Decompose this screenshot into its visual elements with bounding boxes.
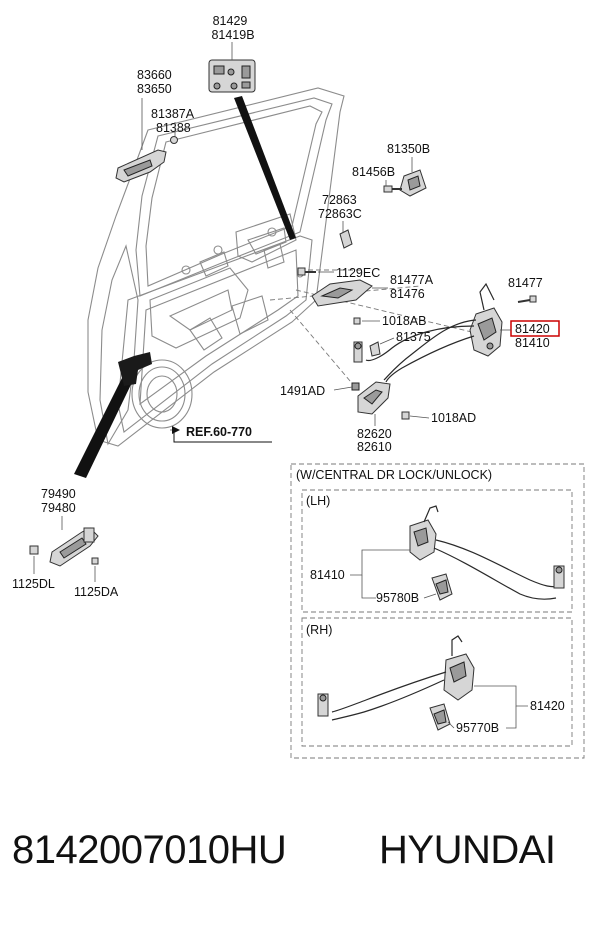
inset-rh-lock-label: 81420	[530, 699, 565, 713]
part-screw-1018ab	[353, 317, 361, 325]
part-rod-bracket	[311, 279, 373, 307]
label-79480: 79480	[41, 501, 76, 515]
footer-part-number: 8142007010HU	[12, 828, 287, 872]
rh-lock-drawing	[317, 635, 475, 731]
inset-title: (W/CENTRAL DR LOCK/UNLOCK)	[296, 468, 492, 482]
part-inside-handle	[115, 136, 178, 183]
inset-lh-title: (LH)	[306, 494, 330, 508]
label-1125dl: 1125DL	[12, 577, 55, 591]
label-81350b: 81350B	[387, 142, 430, 156]
part-bolt-81477	[517, 295, 537, 303]
hinge-bracket-on-door	[118, 352, 152, 386]
label-81419b: 81419B	[211, 28, 254, 42]
inset-lh-lock-label: 81410	[310, 568, 345, 582]
label-81477a: 81477A	[390, 273, 434, 287]
part-striker	[399, 169, 427, 197]
label-81388: 81388	[156, 121, 191, 135]
label-83650: 83650	[137, 82, 172, 96]
label-82620: 82620	[357, 427, 392, 441]
ref-arrow	[172, 426, 180, 434]
inset-lh-actuator-label: 95780B	[376, 591, 419, 605]
part-screw-1018ad	[401, 411, 410, 420]
lh-lock-drawing	[409, 505, 565, 601]
label-1018ab: 1018AB	[382, 314, 426, 328]
footer: 8142007010HU HYUNDAI	[0, 828, 600, 898]
ref-label: REF.60-770	[186, 425, 252, 439]
parts-diagram: 81429 81419B 83660 83650 81387A 81388 81…	[12, 14, 585, 759]
footer-brand: HYUNDAI	[379, 828, 556, 872]
part-outside-handle	[351, 381, 391, 415]
label-83660: 83660	[137, 68, 172, 82]
label-1018ad: 1018AD	[431, 411, 476, 425]
pointer-band-bottom	[74, 366, 138, 478]
label-81477: 81477	[508, 276, 543, 290]
label-81429: 81429	[213, 14, 248, 28]
highlight-81420	[510, 320, 560, 337]
part-lock-switch	[208, 59, 256, 93]
part-clip-72863	[339, 229, 353, 249]
label-79490: 79490	[41, 487, 76, 501]
label-81476: 81476	[390, 287, 425, 301]
label-81420: 81420	[515, 322, 550, 336]
inset-rh-actuator-label: 95770B	[456, 721, 499, 735]
label-1129ec: 1129EC	[336, 266, 380, 280]
label-82610: 82610	[357, 440, 392, 454]
part-door-lock-assembly	[365, 282, 503, 383]
label-81387a: 81387A	[151, 107, 195, 121]
inset-central-lock: (W/CENTRAL DR LOCK/UNLOCK) (LH) 81410 95…	[290, 463, 585, 759]
part-door-checker	[29, 527, 99, 567]
label-72863c: 72863C	[318, 207, 362, 221]
label-1125da: 1125DA	[74, 585, 119, 599]
label-72863: 72863	[322, 193, 357, 207]
part-screw-81456b	[383, 185, 402, 193]
label-81410: 81410	[515, 336, 550, 350]
pointer-band-top	[234, 96, 296, 240]
part-rod-81375	[353, 341, 381, 363]
inset-rh-title: (RH)	[306, 623, 332, 637]
part-bolt-1129ec	[297, 267, 316, 276]
label-81456b: 81456B	[352, 165, 395, 179]
label-1491ad: 1491AD	[280, 384, 325, 398]
